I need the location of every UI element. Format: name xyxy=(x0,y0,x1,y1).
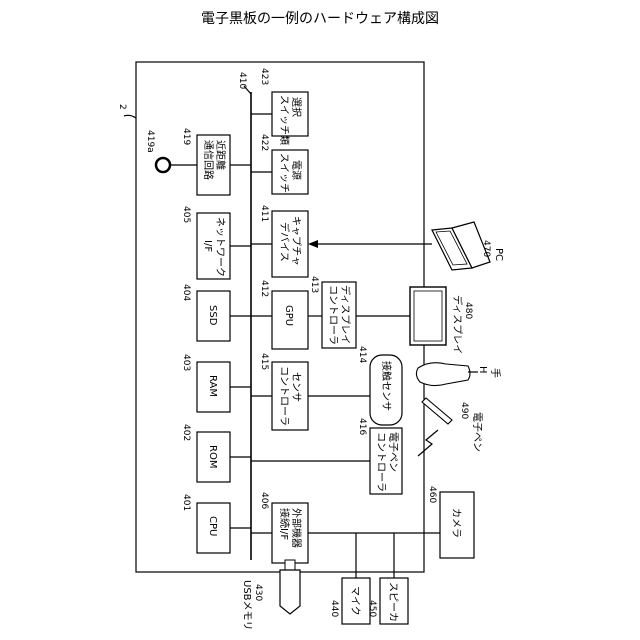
external-if-ref: 406 xyxy=(259,492,269,509)
sensor-ctrl-label-2: コントローラ xyxy=(278,366,290,426)
cpu-ref: 401 xyxy=(181,494,191,511)
hand-label: 手 xyxy=(489,368,502,378)
nfc-label-2: 通信回路 xyxy=(202,140,215,180)
mic-label: マイク xyxy=(349,586,361,616)
power-switch-label-2: スイッチ xyxy=(278,153,290,193)
display-icon xyxy=(410,287,446,345)
network-label-2: I/F xyxy=(202,240,213,252)
display-ctrl-label-2: コントローラ xyxy=(327,285,339,345)
board-ref-leader xyxy=(124,115,136,118)
capture-box xyxy=(272,211,308,277)
ram-label: RAM xyxy=(207,375,218,397)
antenna-ref: 419a xyxy=(145,130,155,153)
external-if-label-2: 接続I/F xyxy=(278,508,291,540)
select-switch-label-1: 選択 xyxy=(290,97,303,117)
capture-label-1: キャプチャ xyxy=(290,216,302,266)
nfc-ref: 419 xyxy=(181,128,191,145)
select-switch-label-2: スイッチ類 xyxy=(278,95,290,145)
hand-ref: H xyxy=(477,366,488,374)
contact-sensor-label: 接触センサ xyxy=(380,361,393,411)
ram-ref: 403 xyxy=(181,354,191,371)
speaker-label: スピーカ xyxy=(387,582,399,622)
nfc-label-1: 近距離 xyxy=(214,140,227,170)
gpu-label: GPU xyxy=(283,305,294,326)
pen-icon xyxy=(422,398,452,424)
pen-ctrl-ref: 416 xyxy=(357,418,367,435)
gpu-ref: 412 xyxy=(259,280,269,297)
power-switch-box xyxy=(272,150,308,194)
pen-label: 電子ペン xyxy=(471,412,483,452)
capture-label-2: デバイス xyxy=(278,222,291,262)
usb-ref: 430 xyxy=(253,584,263,601)
antenna-icon xyxy=(156,158,170,172)
network-ref: 405 xyxy=(181,206,191,223)
rom-ref: 402 xyxy=(181,424,191,441)
pc-ref: 470 xyxy=(481,240,491,257)
power-switch-ref: 422 xyxy=(259,134,269,151)
display-ctrl-label-1: ディスプレイ xyxy=(339,285,352,344)
pen-ctrl-label-2: コントローラ xyxy=(375,432,387,492)
sensor-ctrl-label-1: センサ xyxy=(290,372,302,402)
select-switch-box xyxy=(272,92,308,136)
display-label: ディスプレイ xyxy=(451,295,464,354)
camera-ref: 460 xyxy=(427,486,437,503)
cpu-label: CPU xyxy=(207,516,218,536)
sensor-ctrl-box xyxy=(272,362,308,430)
pen-ctrl-label-1: 電子ペン xyxy=(387,432,399,472)
board-ref: 2 xyxy=(117,104,127,110)
mic-ref: 440 xyxy=(329,600,339,617)
pen-ref: 490 xyxy=(459,402,469,419)
network-label-1: ネットワーク xyxy=(214,217,226,277)
pc-label: PC xyxy=(493,248,504,261)
external-if-box xyxy=(272,503,308,563)
select-switch-ref: 423 xyxy=(259,68,269,85)
display-ref: 480 xyxy=(463,302,473,319)
hand-icon xyxy=(416,363,470,386)
display-ctrl-ref: 413 xyxy=(309,276,319,293)
power-switch-label-1: 電源 xyxy=(290,160,303,180)
ssd-label: SSD xyxy=(207,305,218,326)
contact-sensor-ref: 414 xyxy=(357,346,367,363)
rom-label: ROM xyxy=(207,445,218,468)
usb-label: USBメモリ xyxy=(241,580,252,631)
external-if-label-1: 外部機器 xyxy=(290,508,303,548)
speaker-ref: 450 xyxy=(367,600,377,617)
sensor-ctrl-ref: 415 xyxy=(259,353,269,370)
ssd-ref: 404 xyxy=(181,284,191,301)
capture-ref: 411 xyxy=(259,205,269,222)
camera-label: カメラ xyxy=(450,508,462,538)
